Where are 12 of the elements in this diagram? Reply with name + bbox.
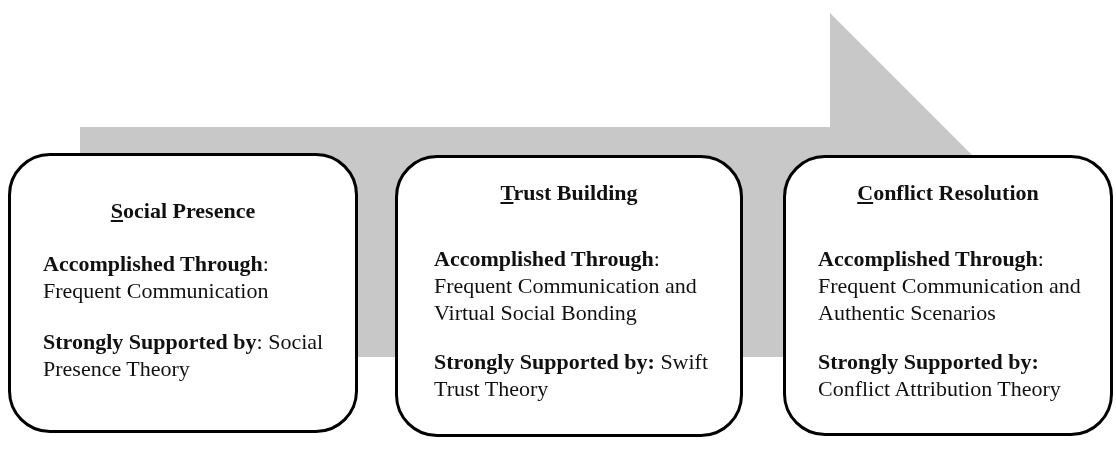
box-text: Strongly Supported by: Conflict Attribution Theory — [818, 348, 1062, 402]
box-text: Strongly Supported by: Swift Trust Theory — [434, 348, 710, 402]
rounded-box — [395, 155, 743, 437]
rounded-box — [8, 153, 358, 433]
box-text: Accomplished Through: Frequent Communication and Virtual Social Bonding — [434, 245, 698, 326]
box-text: Accomplished Through: Frequent Communication and Authentic Scenarios — [818, 245, 1082, 326]
box-heading: Conflict Resolution — [856, 180, 1040, 206]
rounded-box — [783, 155, 1113, 436]
box-text: Accomplished Through: Frequent Communication — [43, 250, 270, 304]
box-heading: Trust Building — [499, 180, 639, 206]
box-heading: Social Presence — [109, 198, 257, 224]
box-text: Strongly Supported by: Social Presence Theory — [43, 328, 325, 382]
